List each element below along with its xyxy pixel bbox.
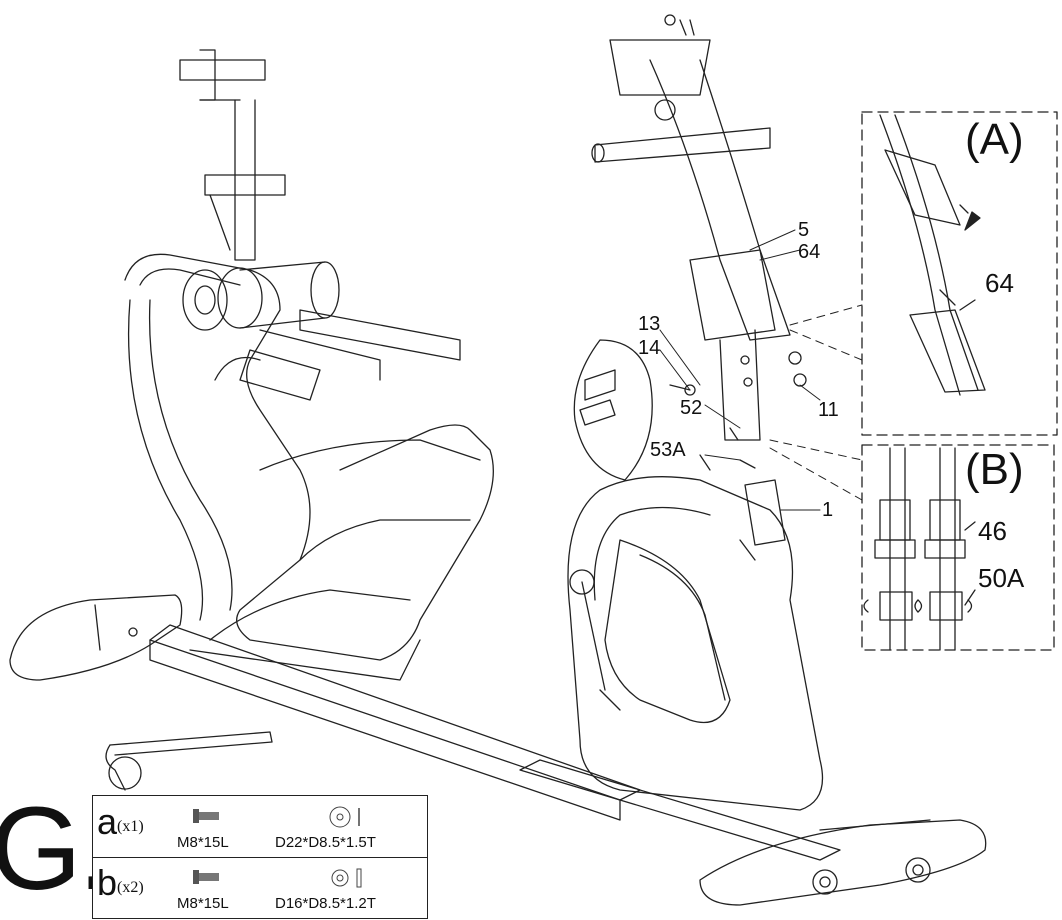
hardware-parts — [664, 14, 807, 469]
hardware-table: a (x1) M8*15L D22*D8.5*1.5T b (x2) M8*15… — [92, 795, 428, 919]
callout-52: 52 — [680, 397, 703, 419]
washer-spec: D16*D8.5*1.2T — [275, 895, 376, 912]
detail-a-part: 64 — [985, 268, 1014, 298]
detail-b-title: (B) — [965, 445, 1024, 494]
frame-upright — [699, 454, 786, 546]
rear-stabilizer — [9, 594, 183, 681]
callout-13: 13 — [638, 313, 661, 335]
callout-1: 1 — [822, 499, 834, 521]
callout-11: 11 — [818, 399, 839, 421]
front-housing — [567, 476, 824, 811]
detail-b-part-46: 46 — [978, 516, 1007, 546]
leader-lines — [659, 229, 821, 511]
hardware-qty: (x2) — [117, 879, 144, 896]
handlebar-post — [591, 39, 791, 441]
arrow-up-icon — [964, 211, 981, 231]
seat-frame — [124, 253, 494, 681]
hardware-row: a (x1) M8*15L D22*D8.5*1.5T — [93, 796, 427, 858]
bolt-spec: M8*15L — [177, 895, 229, 912]
callout-5: 5 — [798, 219, 810, 241]
callout-lines — [769, 304, 863, 501]
detail-a-box — [861, 111, 1058, 436]
seat-rollers — [182, 261, 340, 401]
detail-a-title: (A) — [965, 115, 1024, 164]
hardware-code: b — [97, 862, 118, 903]
detail-b-box — [861, 444, 1055, 651]
hardware-row: b (x2) M8*15L D16*D8.5*1.2T — [93, 857, 427, 918]
hardware-code: a — [97, 801, 118, 842]
detail-b-part-50a: 50A — [978, 563, 1025, 593]
callout-64: 64 — [798, 241, 821, 263]
hardware-qty: (x1) — [117, 818, 144, 835]
wire-connector-detail — [573, 339, 653, 481]
callout-53a: 53A — [650, 439, 686, 461]
washer-spec: D22*D8.5*1.5T — [275, 834, 376, 851]
bolt-icon — [193, 809, 219, 823]
front-stabilizer — [699, 819, 987, 906]
bolt-spec: M8*15L — [177, 834, 229, 851]
bolt-icon — [193, 870, 219, 884]
callout-14: 14 — [638, 337, 661, 359]
washer-icon — [331, 868, 362, 888]
seat-rail — [179, 49, 461, 381]
base-rail — [149, 624, 841, 861]
allen-wrench — [105, 731, 273, 791]
washer-icon — [329, 806, 360, 828]
